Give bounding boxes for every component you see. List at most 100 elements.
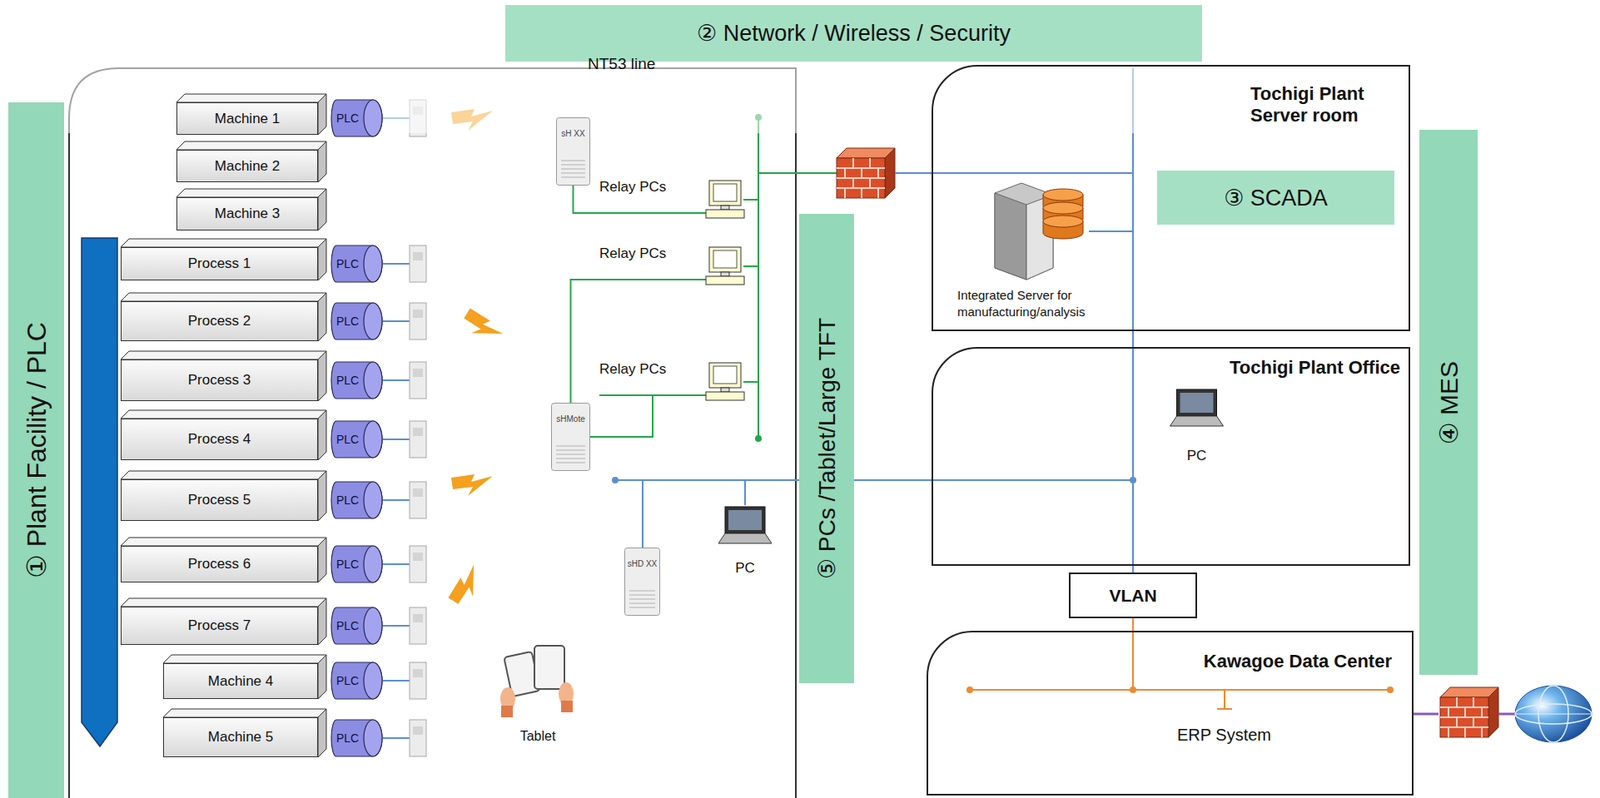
cylinder-body [331,362,383,399]
firewall-icon [836,148,895,199]
floor-network-branch [744,480,746,506]
server-link [894,172,1133,174]
tablet-device: Tablet [496,642,580,745]
network-link [1132,566,1134,573]
box-top-face [120,598,327,607]
room-title: Kawagoe Data Center [1203,650,1392,673]
box-side-face [318,537,327,583]
process-flow-bar [81,238,118,747]
integrated-server: Integrated Server for manufacturing/anal… [944,176,1128,320]
plc-cylinder: PLC [331,661,383,701]
node-label: Machine 2 [214,158,280,175]
node-label: PLC [336,111,359,125]
category-band: ④ MES [1419,129,1478,676]
box-top-face [120,410,327,419]
database-top [1043,202,1084,214]
cylinder-body [331,546,383,583]
box-side-face [318,410,327,461]
bus-dot [1386,686,1394,694]
node-label: Machine 1 [214,110,280,128]
site-room: Tochigi Plant OfficePC [931,347,1411,567]
module-icon-panel [412,669,423,678]
monitor-stand [720,272,730,277]
cylinder-end [363,421,383,458]
bus-dot [1129,477,1137,484]
node-label: ② Network / Wireless / Security [696,19,1011,47]
room-title: Tochigi Plant Office [1229,357,1401,379]
cylinder-end [363,546,383,583]
cylinder-body [331,421,383,458]
dc-link [1132,631,1134,691]
database-top [1043,188,1084,201]
laptop-screen [1177,389,1218,417]
relay-link [743,265,759,268]
node-label: PLC [336,257,359,271]
machine-box: Machine 1 [176,102,319,135]
module-icon [409,720,427,757]
relay-wire [599,212,706,214]
module-vent [561,177,586,179]
plc-cylinder: PLC [331,420,383,459]
machine-box: Machine 5 [163,717,319,758]
dc-tap [1223,690,1226,710]
module-icon-panel [412,488,423,497]
module-icon-panel [412,252,423,261]
box-side-face [318,709,327,758]
node-label: Process 7 [188,617,252,635]
plc-link [382,379,410,382]
node-label: ③ SCADA [1223,184,1328,212]
relay-pc: Relay PCs [599,361,746,406]
plc-link [382,680,410,682]
network-link [1132,331,1134,348]
firewall-link [758,172,837,174]
module-vent [556,450,586,452]
laptop-display [728,510,762,531]
laptop-screen [725,506,766,534]
node-label: VLAN [1108,586,1157,607]
module-vent [556,446,586,448]
relay-bus [757,117,760,439]
plc-cylinder: PLC [331,302,383,341]
node-label: sH XX [561,129,585,186]
tablet-body [534,645,565,690]
plc-link [382,737,410,740]
module-body [624,547,661,617]
plc-cylinder: PLC [331,719,383,758]
node-label: sHD XX [627,559,658,617]
relay-link [743,381,759,383]
relay-wire [599,394,706,397]
node-label: PLC [336,314,359,328]
node-label: Process 2 [188,313,252,330]
text-label: ERP System [1177,725,1272,746]
node-label: PC [735,560,756,577]
module-vent [561,173,586,174]
monitor-screen [713,250,737,269]
module-icon [409,481,427,519]
machine-box: Machine 3 [176,197,319,231]
node-label: Process 4 [188,431,252,448]
node-label: Process 1 [188,255,252,273]
bus-dot [755,435,762,443]
node-label: Integrated Server for manufacturing/anal… [957,287,1116,320]
network-link [573,185,601,214]
wireless-bolt [445,563,489,610]
module-case [556,118,591,186]
cylinder-end [363,481,383,519]
wireless-bolt [451,474,493,497]
category-band: ① Plant Facility / PLC [8,102,65,798]
bus-dot [611,477,619,484]
cylinder-body [331,607,383,645]
box-top-face [176,141,327,150]
floor-network-line [615,479,1133,482]
module-vent [629,595,656,597]
box-side-face [318,238,327,281]
cylinder-body [331,245,383,283]
node-label: Relay PCs [599,361,666,378]
node-label: Process 6 [188,556,252,573]
node-label: PLC [336,493,359,507]
module-icon [409,421,427,458]
machine-box: Process 2 [120,301,319,342]
network-link [571,279,601,403]
laptop-base [1170,416,1224,427]
box-side-face [318,655,327,700]
